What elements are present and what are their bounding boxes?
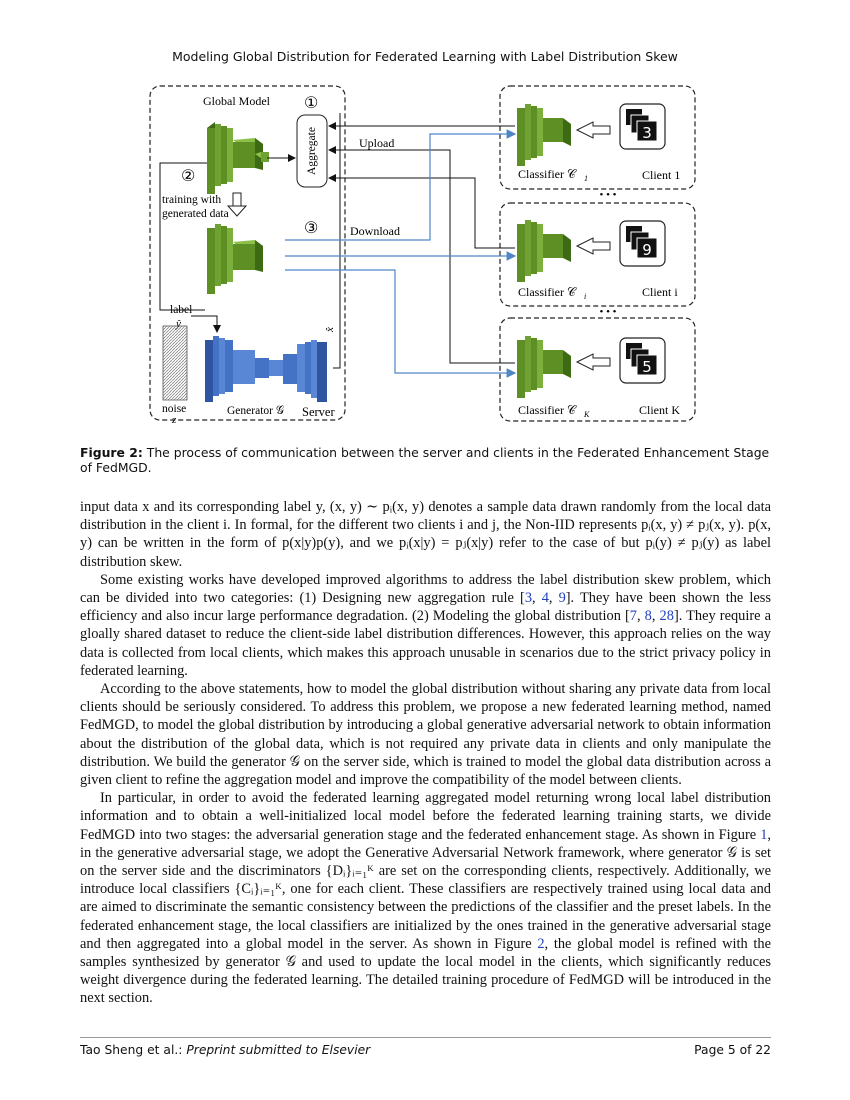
footer-venue: Preprint submitted to Elsevier <box>186 1043 371 1057</box>
training-down-arrow <box>226 192 248 217</box>
noise-symbol: z <box>171 414 177 426</box>
client-i-sub: i <box>584 292 586 301</box>
paragraph-1: input data x and its corresponding label… <box>80 499 771 570</box>
aggregate-box <box>296 114 328 188</box>
noise-image <box>162 325 188 401</box>
citation-link[interactable]: 28 <box>659 608 674 625</box>
citation-link[interactable]: 8 <box>644 608 652 625</box>
generator-network <box>205 336 327 402</box>
step-2-marker: ② <box>181 168 195 185</box>
footer-divider <box>80 1037 771 1038</box>
client-i-classifier: Classifier 𝒞 <box>518 285 577 299</box>
step-1-marker: ① <box>304 95 318 112</box>
paragraph-3: According to the above statements, how t… <box>80 681 771 789</box>
paragraph-4: In particular, in order to avoid the fed… <box>80 790 772 1007</box>
footer-authors: Tao Sheng et al.: Preprint submitted to … <box>80 1043 371 1057</box>
figure-link[interactable]: 2 <box>537 935 545 952</box>
client-box-1 <box>499 85 696 190</box>
server-label: Server <box>302 405 335 419</box>
upload-label: Upload <box>359 136 394 150</box>
client-i-name: Client i <box>642 285 678 299</box>
ellipsis-2: • • • <box>599 306 616 318</box>
svg-text:9: 9 <box>642 241 652 259</box>
paragraph-2: Some existing works have developed impro… <box>80 571 771 679</box>
client-box-k <box>499 317 696 422</box>
training-label-1: training with <box>162 194 221 206</box>
label-text: label <box>170 304 192 316</box>
citation-link[interactable]: 9 <box>558 590 566 607</box>
body-text: input data x and its corresponding label… <box>80 498 771 1008</box>
client-k-model <box>517 336 571 398</box>
client-1-name: Client 1 <box>642 168 680 182</box>
global-model-label: Global Model <box>203 94 271 108</box>
generator-label: Generator 𝒢 <box>227 405 285 417</box>
label-symbol: ŷ <box>175 318 181 330</box>
caption-text: The process of communication between the… <box>80 445 770 475</box>
client-i-model <box>517 220 571 282</box>
client-k-sub: K <box>583 410 590 419</box>
step-3-marker: ③ <box>304 220 318 237</box>
global-model-network <box>207 122 269 194</box>
noise-text: noise <box>162 403 186 415</box>
footer-page-number: Page 5 of 22 <box>694 1043 771 1057</box>
client-1-model <box>517 104 571 166</box>
x-hat-symbol: x̂ <box>324 327 336 333</box>
server-box <box>149 85 346 421</box>
citation-link[interactable]: 3 <box>524 590 533 607</box>
figure-caption: Figure 2: The process of communication b… <box>80 445 780 475</box>
caption-label: Figure 2: <box>80 445 143 460</box>
citation-link[interactable]: 7 <box>629 608 637 625</box>
client-k-name: Client K <box>639 403 680 417</box>
figure-link[interactable]: 1 <box>760 826 768 843</box>
download-label: Download <box>350 224 400 238</box>
refined-model-network <box>207 224 263 294</box>
running-header: Modeling Global Distribution for Federat… <box>172 49 678 64</box>
aggregate-label: Aggregate <box>306 127 318 175</box>
svg-text:3: 3 <box>642 124 652 142</box>
client-1-classifier: Classifier 𝒞 <box>518 167 577 181</box>
client-box-i <box>499 202 696 307</box>
ellipsis-1: • • • <box>599 189 616 201</box>
svg-text:5: 5 <box>642 358 652 376</box>
client-k-classifier: Classifier 𝒞 <box>518 403 577 417</box>
figure-diagram: Global Model ① ② ③ training with generat… <box>149 85 696 426</box>
citation-link[interactable]: 4 <box>541 590 549 607</box>
training-label-2: generated data <box>162 208 229 220</box>
client-1-sub: 1 <box>584 174 588 183</box>
